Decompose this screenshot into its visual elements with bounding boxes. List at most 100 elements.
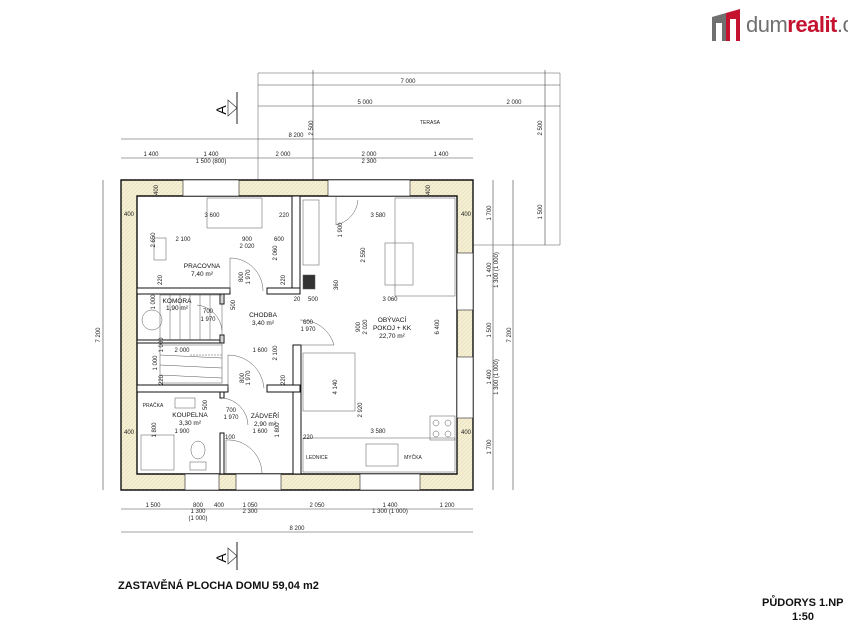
svg-text:LEDNICE: LEDNICE — [306, 455, 328, 461]
dimension-label: 2 000 — [174, 348, 190, 354]
dimension-label: 1 600 — [252, 429, 268, 435]
dimension-label: 1 700 — [487, 439, 493, 455]
dimension-label: 1 000 — [153, 355, 159, 371]
dimension-label: 900 — [242, 237, 253, 243]
svg-text:1,90 m²: 1,90 m² — [166, 305, 189, 312]
svg-text:KOUPELNA: KOUPELNA — [172, 412, 208, 419]
dimension-label: 1 900 — [174, 429, 190, 435]
svg-text:ZÁDVEŘÍ: ZÁDVEŘÍ — [251, 411, 279, 420]
dimension-label: 1 400 — [203, 152, 219, 158]
dimension-label: 1 300 (1 000) — [372, 509, 408, 515]
dimension-label: 1 400 — [433, 152, 449, 158]
dimension-label: 220 — [281, 374, 287, 385]
svg-text:MYČKA: MYČKA — [404, 454, 422, 461]
dimension-label: 900 — [356, 321, 362, 332]
dimension-label: 1 900 — [338, 222, 344, 238]
dimension-label: 8 200 — [289, 526, 305, 532]
dimension-label: 20 — [294, 297, 301, 303]
dimension-label: 220 — [158, 274, 164, 285]
svg-text:3,40 m²: 3,40 m² — [252, 320, 275, 327]
dimension-label: 500 — [308, 297, 319, 303]
dimension-label: 2 650 — [151, 232, 157, 248]
dimension-label: 2 000 — [506, 100, 522, 106]
dimension-label: 500 — [231, 299, 237, 310]
dimension-label: 1 200 — [439, 503, 455, 509]
dimension-label: 2 000 — [361, 152, 377, 158]
dimension-label: 400 — [124, 212, 135, 218]
dimension-label: 800 — [193, 503, 204, 509]
dimension-label: 1 300 (1 000) — [494, 359, 500, 395]
staircase — [159, 294, 223, 384]
dimension-label: 360 — [334, 279, 340, 290]
dimension-label: 220 — [279, 213, 290, 219]
dimension-label: 3 600 — [204, 213, 220, 219]
dimension-label: 1 970 — [300, 327, 316, 333]
dimension-label: 2 060 — [273, 245, 279, 261]
dumrealit-logo[interactable]: dumrealit.c — [712, 8, 848, 42]
dimension-label: 220 — [281, 274, 287, 285]
svg-text:A: A — [213, 553, 229, 563]
dimension-label: 1 400 — [487, 369, 493, 385]
dimension-label: 2 000 — [275, 152, 291, 158]
svg-text:CHODBA: CHODBA — [249, 312, 277, 319]
interior-walls — [136, 195, 302, 475]
dimension-label: 4 140 — [333, 379, 339, 395]
furniture — [140, 197, 456, 473]
dimension-label: 3 580 — [370, 429, 386, 435]
dimension-label: 400 — [214, 503, 225, 509]
dimension-label: 800 — [240, 372, 246, 383]
dimension-label: 1 000 — [159, 337, 165, 353]
dimension-label: 2 100 — [273, 345, 279, 361]
dimension-label: 400 — [124, 430, 135, 436]
dimension-label: 700 — [203, 309, 214, 315]
dimension-label: 800 — [239, 271, 245, 282]
dimension-label: 1 300 (1 000) — [494, 252, 500, 288]
section-marker-bottom: A — [213, 542, 238, 570]
dimension-label: 220 — [303, 435, 314, 441]
dimension-label: 6 400 — [435, 319, 441, 335]
dimension-label: 3 580 — [370, 213, 386, 219]
svg-text:PRACOVNA: PRACOVNA — [184, 263, 221, 270]
svg-text:2,90 m²: 2,90 m² — [254, 421, 277, 428]
dimension-label: 2 550 — [361, 247, 367, 263]
plan-scale: 1:50 — [792, 611, 815, 623]
dimension-label: 500 — [203, 399, 209, 410]
dimension-label: 7 000 — [400, 79, 416, 85]
dimension-label: 600 — [274, 237, 285, 243]
svg-text:A: A — [213, 105, 229, 115]
dimension-label: 1 970 — [246, 269, 252, 285]
dimension-lines — [102, 70, 560, 533]
doors — [196, 196, 359, 475]
dimension-texts: 7 000 5 000 2 000 2 500 2 500 8 200 1 400 1 400… — [96, 79, 544, 532]
dimension-label: 2 300 — [361, 159, 377, 165]
dimension-label: 600 — [303, 320, 314, 326]
dimension-label: 1 500 — [145, 503, 161, 509]
dimension-label: 400 — [154, 184, 160, 195]
built-area-title: ZASTAVĚNÁ PLOCHA DOMU 59,04 m2 — [118, 580, 319, 592]
dimension-label: 1 970 — [223, 415, 239, 421]
dimension-label: 1 500 — [487, 322, 493, 338]
dimension-label: 2 100 — [175, 237, 191, 243]
windows — [182, 179, 474, 491]
svg-text:7,40 m²: 7,40 m² — [191, 271, 214, 278]
dimension-label: 5 000 — [357, 100, 373, 106]
dimension-label: 1 700 — [487, 205, 493, 221]
dimension-label: 400 — [426, 184, 432, 195]
dimension-label: 7 200 — [507, 327, 513, 343]
dimension-label: 400 — [461, 430, 472, 436]
svg-text:OBÝVACÍ: OBÝVACÍ — [378, 315, 407, 324]
section-marker-top: A — [213, 92, 238, 124]
dimension-label: 2 920 — [358, 402, 364, 418]
dimension-label: 1 400 — [382, 503, 398, 509]
dimension-label: 2 020 — [239, 244, 255, 250]
dimension-label: 2 500 — [309, 120, 315, 136]
terrace-outline — [257, 72, 561, 246]
dimension-label: 1 500 — [538, 204, 544, 220]
dimension-label: 700 — [226, 408, 237, 414]
dimension-label: 1 970 — [246, 370, 252, 386]
dimension-label: 1 970 — [200, 317, 216, 323]
dimension-label: 220 — [159, 374, 165, 385]
dimension-label: 1 600 — [252, 348, 268, 354]
dimension-label: 1 050 — [242, 503, 258, 509]
dimension-label: 2 500 — [538, 120, 544, 136]
